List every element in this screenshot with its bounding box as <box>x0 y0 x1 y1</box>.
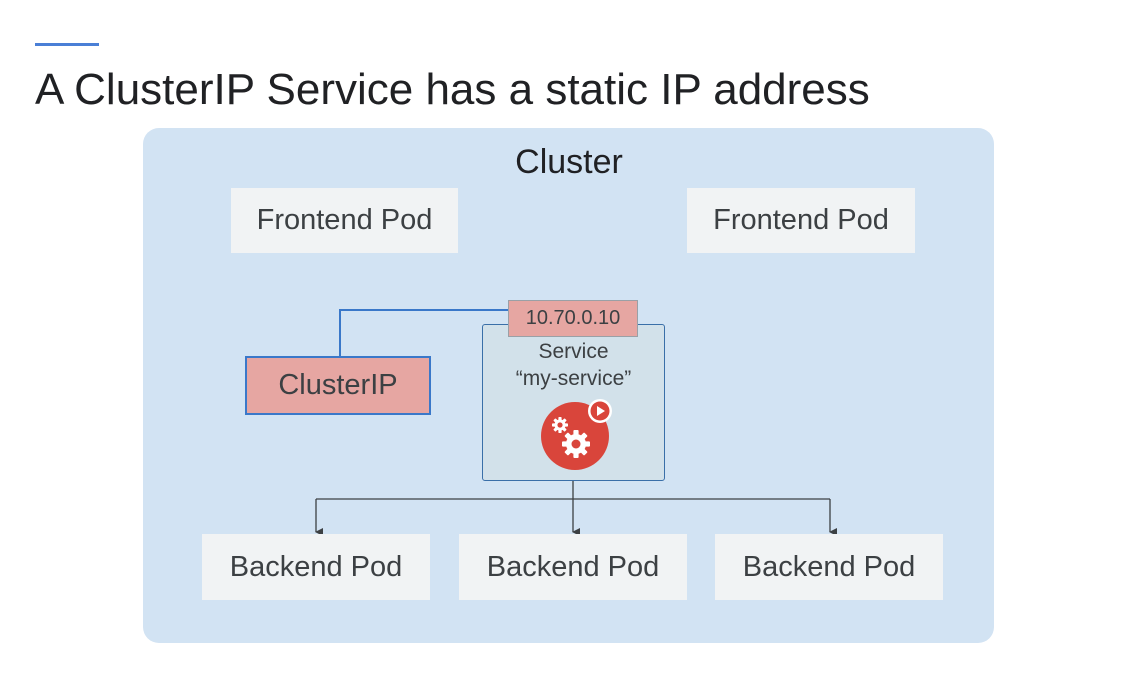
title-accent-line <box>35 43 99 46</box>
frontend-pod-1: Frontend Pod <box>231 188 458 253</box>
frontend-pod-2: Frontend Pod <box>687 188 915 253</box>
service-gears-icon <box>541 399 612 470</box>
cluster-label: Cluster <box>515 143 623 181</box>
clusterip-type-box: ClusterIP <box>245 356 431 415</box>
service-label: Service <box>538 340 609 363</box>
backend-pod-2: Backend Pod <box>459 534 687 600</box>
backend-pod-1: Backend Pod <box>202 534 430 600</box>
service-ip-box: 10.70.0.10 <box>508 300 638 337</box>
backend-pod-3: Backend Pod <box>715 534 943 600</box>
slide-title: A ClusterIP Service has a static IP addr… <box>35 65 870 114</box>
service-box: Service “my-service” <box>482 324 665 481</box>
service-name: “my-service” <box>515 367 632 390</box>
